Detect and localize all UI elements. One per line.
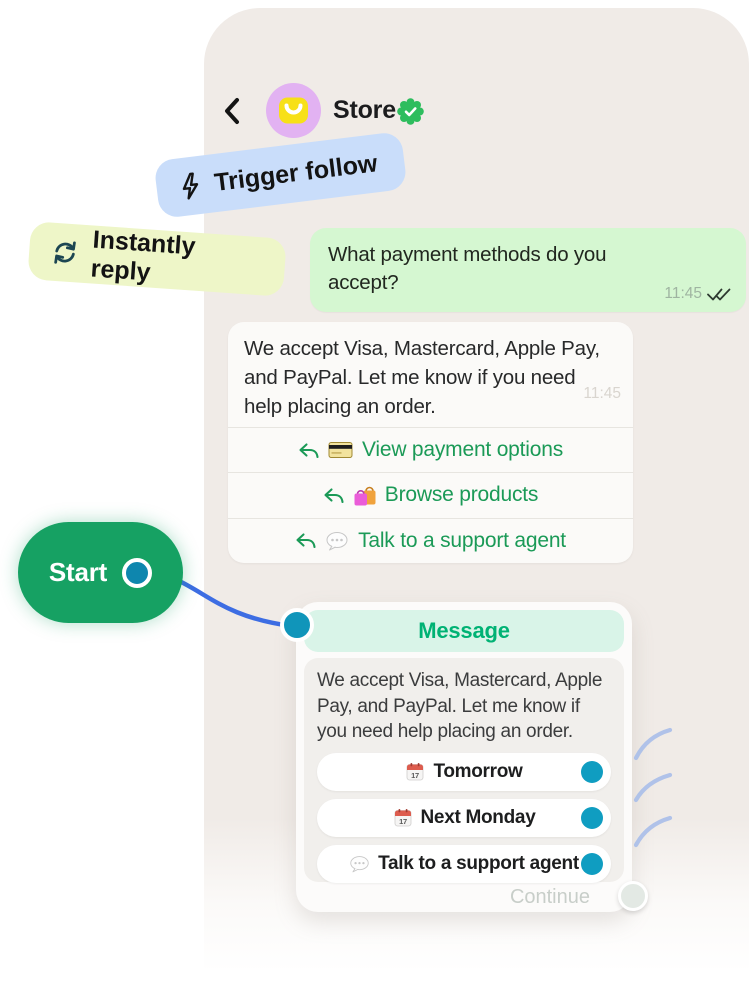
button-output-port[interactable] [581,806,603,829]
node-button-label: Tomorrow [433,760,523,782]
quick-reply-label: View payment options [361,438,564,462]
bot-message-time: 11:45 [583,385,621,402]
speech-balloon-icon [350,855,369,872]
instantly-reply-label: Instantly reply [89,225,197,287]
start-label: Start [48,557,108,587]
bot-message-text: We accept Visa, Mastercard, Apple Pay, a… [244,337,600,418]
node-button-label: Talk to a support agent [378,852,579,874]
continue-label: Continue [509,885,590,908]
store-avatar [266,83,321,138]
button-output-port[interactable] [581,852,603,875]
reply-arrow-icon [296,533,316,549]
reply-arrow-icon [299,443,319,458]
repeat-cycle-icon [54,241,76,264]
flow-start-node[interactable]: Start [18,522,183,623]
quick-reply-label: Talk to a support agent [358,528,566,552]
node-button-next-monday[interactable]: 17 Next Monday [317,798,611,837]
user-message-bubble: What payment methods do you accept? 11:4… [310,228,746,312]
start-output-port[interactable] [122,557,153,588]
flow-message-node[interactable]: Message We accept Visa, Mastercard, Appl… [296,602,648,912]
calendar-icon: 17 [394,808,411,826]
message-node-title: Message [418,618,510,643]
quick-reply-label: Browse products [384,483,539,507]
message-node-input-port[interactable] [280,608,314,642]
trigger-follow-label: Trigger follow [212,148,379,197]
message-node-footer: Continue [296,881,648,912]
verified-badge-icon [397,98,424,130]
bot-message-bubble: We accept Visa, Mastercard, Apple Pay, a… [228,322,633,563]
message-node-panel: We accept Visa, Mastercard, Apple Pay, a… [304,658,624,883]
continue-output-port[interactable] [618,881,648,911]
svg-text:17: 17 [399,817,407,826]
node-button-label: Next Monday [420,806,536,828]
node-button-talk-to-agent[interactable]: Talk to a support agent [317,844,611,883]
user-message-text: What payment methods do you accept? [328,243,607,294]
quick-reply-browse-products[interactable]: Browse products [228,472,633,517]
reply-arrow-icon [324,488,344,504]
calendar-icon: 17 [407,762,424,780]
message-node-header: Message [304,610,624,652]
instantly-reply-badge: Instantly reply [27,221,287,297]
svg-text:17: 17 [412,771,420,780]
shop-bag-avatar-icon [266,83,321,138]
chevron-left-icon [225,98,239,124]
button-output-port[interactable] [581,760,603,783]
back-button[interactable] [222,96,241,131]
shopping-bags-icon [354,486,376,506]
user-message-time: 11:45 [664,285,702,302]
trigger-follow-badge: Trigger follow [153,131,408,219]
quick-reply-view-payment-options[interactable]: View payment options [228,427,633,472]
message-node-body: We accept Visa, Mastercard, Apple Pay, a… [317,670,603,742]
lightning-bolt-icon [182,172,199,200]
speech-balloon-icon [326,531,348,551]
quick-reply-talk-to-agent[interactable]: Talk to a support agent [228,517,633,563]
double-check-icon [707,288,731,300]
node-button-tomorrow[interactable]: 17 Tomorrow [317,752,611,791]
credit-card-icon [328,442,353,459]
store-name: Store [333,96,396,124]
